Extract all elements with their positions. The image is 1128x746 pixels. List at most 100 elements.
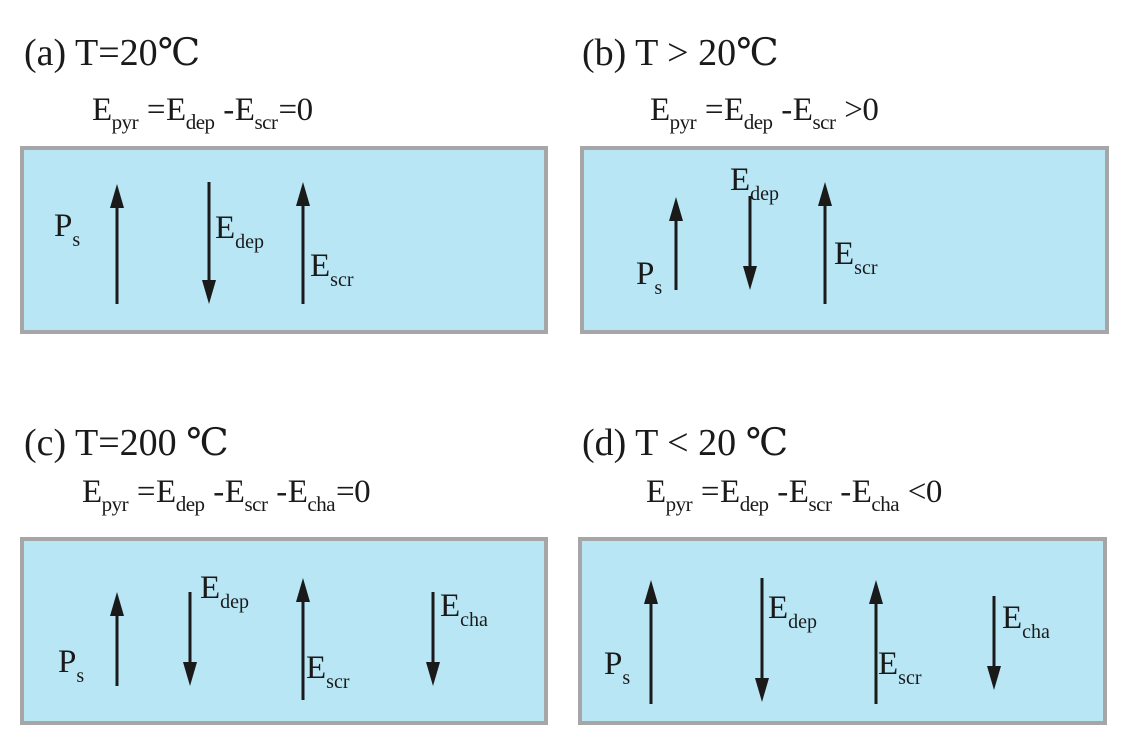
label-symbol: P (58, 644, 77, 680)
diagram-box (578, 537, 1107, 725)
label-symbol: E (215, 210, 236, 246)
panel-title: (a) T=20℃ (24, 32, 201, 74)
label-subscript: scr (326, 671, 350, 693)
equation-subscript: dep (185, 110, 215, 134)
ps-label: Ps (604, 646, 630, 689)
equation-symbol: E (224, 474, 245, 510)
arrow-head (183, 662, 197, 686)
edep-arrow (743, 196, 757, 290)
label-subscript: s (76, 665, 85, 687)
ps-arrow (110, 184, 124, 304)
echa-label: Echa (1002, 600, 1050, 643)
arrow-head (202, 280, 216, 304)
equation-operator: <0 (900, 474, 943, 510)
label-symbol: E (730, 162, 751, 198)
equation-operator: = (129, 474, 156, 510)
arrow-head (987, 666, 1001, 690)
equation-subscript: scr (254, 110, 278, 134)
equation-subscript: scr (244, 492, 268, 516)
label-subscript: dep (235, 231, 265, 253)
label-symbol: E (834, 236, 855, 272)
arrow-head (644, 580, 658, 604)
equation-subscript: scr (812, 110, 836, 134)
label-symbol: P (636, 256, 655, 292)
label-subscript: s (622, 667, 631, 689)
equation-subscript: pyr (665, 492, 693, 516)
edep-label: Edep (730, 162, 779, 205)
equation-subscript: pyr (111, 110, 139, 134)
equation-operator: = (139, 92, 166, 128)
equation-operator: - (773, 92, 792, 128)
equation: Epyr =Edep -Escr >0 (650, 92, 879, 133)
edep-label: Edep (200, 572, 249, 613)
edep-arrow (755, 578, 769, 702)
panel-title: (c) T=200 ℃ (24, 422, 229, 464)
escr-arrow (296, 578, 310, 700)
equation-symbol: E (646, 474, 666, 510)
echa-arrow (987, 596, 1001, 690)
equation-symbol: E (156, 474, 176, 510)
edep-label: Edep (215, 210, 264, 253)
label-symbol: E (1002, 600, 1023, 636)
arrow-head (426, 662, 440, 686)
equation-operator: =0 (336, 474, 371, 510)
label-symbol: E (768, 590, 789, 626)
label-symbol: P (54, 208, 73, 244)
diagram-box (580, 146, 1109, 334)
label-subscript: dep (750, 183, 780, 205)
equation-symbol: E (166, 92, 186, 128)
equation-operator: - (268, 474, 287, 510)
label-subscript: s (72, 229, 81, 251)
label-symbol: P (604, 646, 623, 682)
edep-label: Edep (768, 590, 817, 633)
equation-operator: =0 (278, 92, 313, 128)
label-subscript: cha (460, 609, 488, 631)
equation-operator: = (693, 474, 720, 510)
equation: Epyr =Edep -Escr=0 (92, 92, 314, 133)
arrow-head (669, 197, 683, 221)
escr-arrow (869, 580, 883, 704)
equation-subscript: scr (808, 492, 832, 516)
equation-subscript: dep (739, 492, 769, 516)
arrow-head (296, 578, 310, 602)
equation-operator: >0 (836, 92, 879, 128)
label-symbol: E (310, 248, 331, 284)
equation-subscript: pyr (669, 110, 697, 134)
equation-symbol: E (724, 92, 744, 128)
equation-symbol: E (851, 474, 872, 510)
escr-label: Escr (878, 648, 922, 689)
escr-label: Escr (306, 652, 350, 693)
label-symbol: E (440, 588, 461, 624)
ps-arrow (110, 592, 124, 686)
label-subscript: scr (330, 269, 354, 291)
equation-operator: - (832, 474, 851, 510)
equation-symbol: E (92, 92, 112, 128)
equation-operator: - (205, 474, 224, 510)
arrow-head (110, 592, 124, 616)
label-subscript: scr (854, 257, 878, 279)
ps-label: Ps (636, 256, 662, 299)
panel-title: (b) T > 20℃ (582, 32, 779, 74)
label-subscript: cha (1022, 621, 1050, 643)
equation-subscript: pyr (101, 492, 129, 516)
equation-symbol: E (82, 474, 102, 510)
equation-operator: - (769, 474, 788, 510)
equation: Epyr =Edep -Escr -Echa=0 (82, 474, 371, 515)
ps-arrow (644, 580, 658, 704)
escr-arrow (818, 182, 832, 304)
equation-symbol: E (650, 92, 670, 128)
label-subscript: scr (898, 667, 922, 689)
equation-subscript: dep (175, 492, 205, 516)
edep-arrow (183, 592, 197, 686)
equation-symbol: E (792, 92, 813, 128)
label-subscript: s (654, 277, 663, 299)
arrow-head (869, 580, 883, 604)
equation-operator: - (215, 92, 234, 128)
edep-arrow (202, 182, 216, 304)
label-subscript: dep (220, 591, 250, 613)
equation: Epyr =Edep -Escr -Echa <0 (646, 474, 943, 515)
equation-symbol: E (287, 474, 308, 510)
equation-subscript: cha (871, 492, 900, 516)
equation-operator: = (697, 92, 724, 128)
